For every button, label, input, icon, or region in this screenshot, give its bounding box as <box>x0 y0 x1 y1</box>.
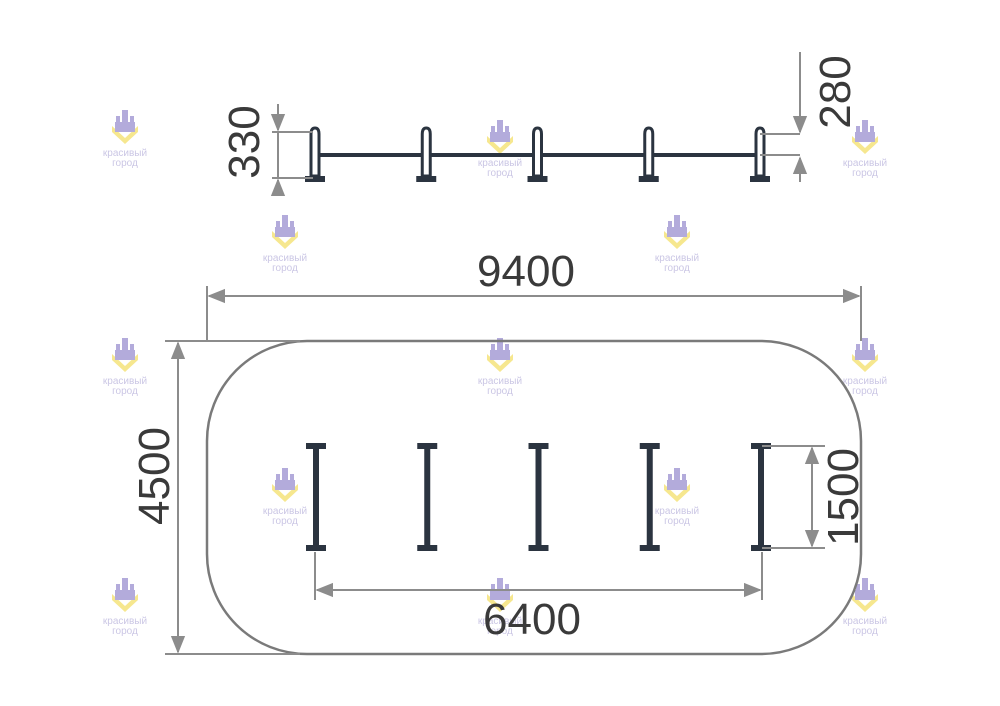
watermark-line2: город <box>664 516 690 527</box>
watermark-line2: город <box>112 626 138 637</box>
watermark-line1: красивый <box>843 616 887 627</box>
watermark-line2: город <box>272 263 298 274</box>
watermark-line2: город <box>112 386 138 397</box>
side-post <box>527 126 548 182</box>
watermark-line1: красивый <box>655 506 699 517</box>
dim-post-span: 6400 <box>314 552 763 644</box>
watermark-line2: город <box>487 626 513 637</box>
side-post <box>638 126 659 182</box>
plan-post <box>306 443 326 551</box>
watermark-line1: красивый <box>103 376 147 387</box>
watermark-line2: город <box>852 626 878 637</box>
plan-post <box>639 443 660 551</box>
watermark-line1: красивый <box>843 376 887 387</box>
plan-post <box>417 443 438 551</box>
castle-logo-icon <box>115 338 135 360</box>
overall-length-label: 9400 <box>477 247 575 296</box>
overall-width-label: 4500 <box>130 427 179 525</box>
plan-post <box>528 443 549 551</box>
side-view: 330 280 <box>220 52 860 197</box>
dim-post-height: 1500 <box>762 445 868 549</box>
watermark-line1: красивый <box>263 253 307 264</box>
area-outline <box>205 339 863 656</box>
plan-posts <box>306 443 771 551</box>
dim-height-left: 330 <box>220 104 313 197</box>
post-height-label: 1500 <box>819 448 868 546</box>
watermark-line1: красивый <box>843 158 887 169</box>
watermark-line1: красивый <box>478 376 522 387</box>
watermark-line1: красивый <box>103 148 147 159</box>
castle-logo-icon <box>115 578 135 600</box>
post-span-label: 6400 <box>483 595 581 644</box>
castle-logo-icon <box>490 120 510 142</box>
castle-logo-icon <box>855 338 875 360</box>
dim-height-right: 280 <box>760 52 860 182</box>
plan-view: 9400 4500 6400 1500 <box>130 247 868 656</box>
watermark-line1: красивый <box>478 158 522 169</box>
castle-logo-icon <box>855 578 875 600</box>
side-post <box>416 126 437 182</box>
watermark-line2: город <box>112 158 138 169</box>
castle-logo-icon <box>115 110 135 132</box>
watermark-line2: город <box>852 168 878 179</box>
watermark-line1: красивый <box>263 506 307 517</box>
watermark-line1: красивый <box>655 253 699 264</box>
castle-logo-icon <box>855 120 875 142</box>
castle-logo-icon <box>275 215 295 237</box>
height-left-label: 330 <box>220 105 269 178</box>
watermark-line1: красивый <box>103 616 147 627</box>
watermark-line2: город <box>664 263 690 274</box>
castle-logo-icon <box>667 215 687 237</box>
castle-logo-icon <box>275 468 295 490</box>
plan-post <box>751 443 771 551</box>
height-right-label: 280 <box>811 55 860 128</box>
watermark-line2: город <box>487 386 513 397</box>
castle-logo-icon <box>490 338 510 360</box>
side-posts <box>305 126 770 182</box>
side-post <box>750 126 770 182</box>
castle-logo-icon <box>667 468 687 490</box>
dim-overall-width: 4500 <box>130 340 300 655</box>
watermark-line1: красивый <box>478 616 522 627</box>
watermark-line2: город <box>272 516 298 527</box>
watermark-line2: город <box>852 386 878 397</box>
watermark-line2: город <box>487 168 513 179</box>
dim-overall-length: 9400 <box>206 247 862 341</box>
